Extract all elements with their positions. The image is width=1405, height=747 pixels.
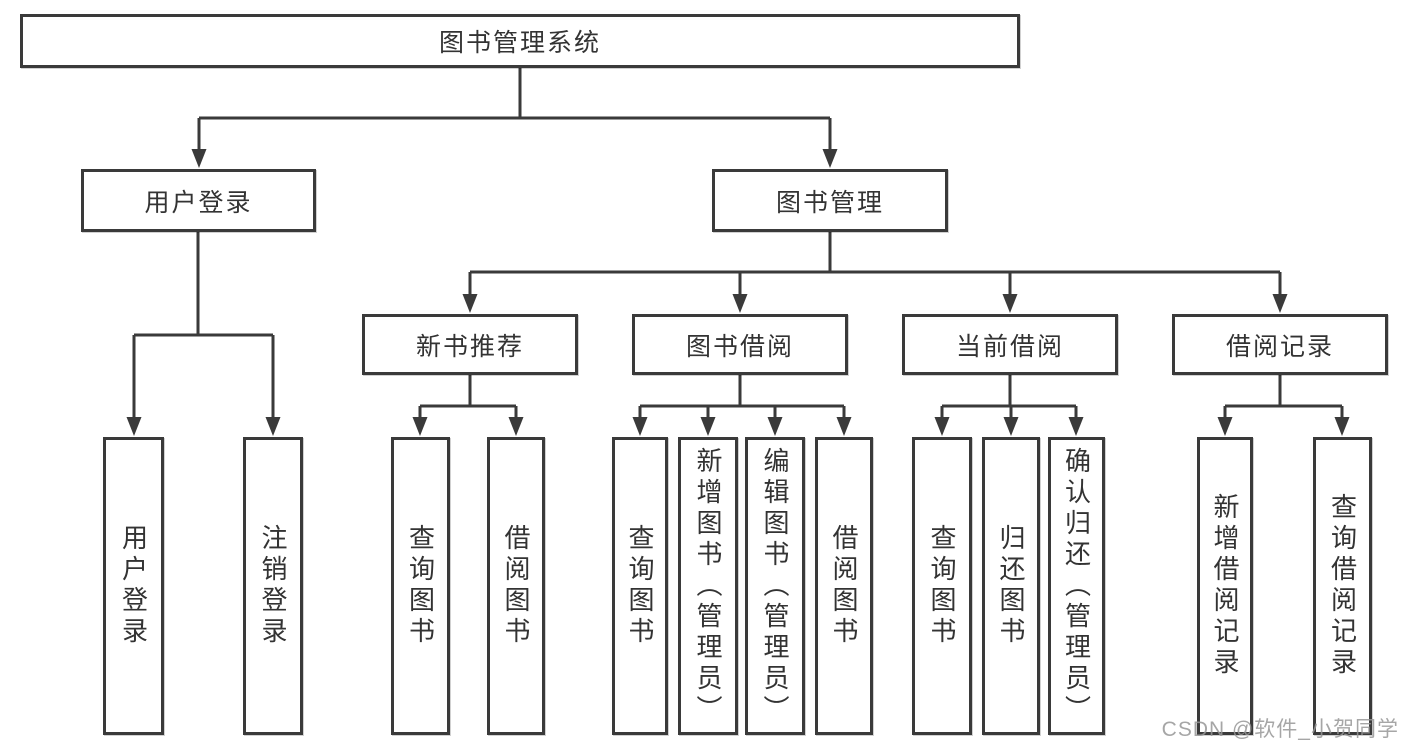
leaf-borrow-borrow-books: 借阅图书 [815, 437, 873, 735]
node-book-management: 图书管理 [712, 169, 948, 232]
leaf-current-query-books: 查询图书 [912, 437, 972, 735]
connector-bookmgmt-to-level3 [462, 232, 1288, 313]
node-new-book-recommend: 新书推荐 [362, 314, 578, 375]
leaf-logout: 注销登录 [243, 437, 303, 735]
leaf-newbooks-query-books: 查询图书 [391, 437, 450, 735]
node-root-system: 图书管理系统 [20, 14, 1020, 68]
node-current-borrow: 当前借阅 [902, 314, 1118, 375]
connector-currentborrow-to-leaves [934, 375, 1084, 436]
leaf-newbooks-borrow-books: 借阅图书 [487, 437, 545, 735]
leaf-borrow-edit-books-admin: 编辑图书（管理员） [745, 437, 805, 735]
connector-userlogin-to-leaves [126, 232, 281, 436]
connector-root-to-level2 [191, 68, 838, 168]
leaf-user-login: 用户登录 [103, 437, 164, 735]
connector-newbooks-to-leaves [412, 375, 524, 436]
node-user-login: 用户登录 [81, 169, 316, 232]
node-book-borrow: 图书借阅 [632, 314, 848, 375]
leaf-borrow-query-books: 查询图书 [612, 437, 668, 735]
leaf-records-add-record: 新增借阅记录 [1197, 437, 1253, 735]
connector-borrowrecords-to-leaves [1217, 375, 1350, 436]
leaf-current-confirm-return-admin: 确认归还（管理员） [1048, 437, 1105, 735]
csdn-watermark: CSDN @软件_小贺同学 [1161, 718, 1399, 741]
leaf-borrow-add-books-admin: 新增图书（管理员） [678, 437, 738, 735]
node-borrow-records: 借阅记录 [1172, 314, 1388, 375]
leaf-current-return-books: 归还图书 [982, 437, 1040, 735]
connector-bookborrow-to-leaves [632, 375, 852, 436]
leaf-records-query-record: 查询借阅记录 [1313, 437, 1372, 735]
